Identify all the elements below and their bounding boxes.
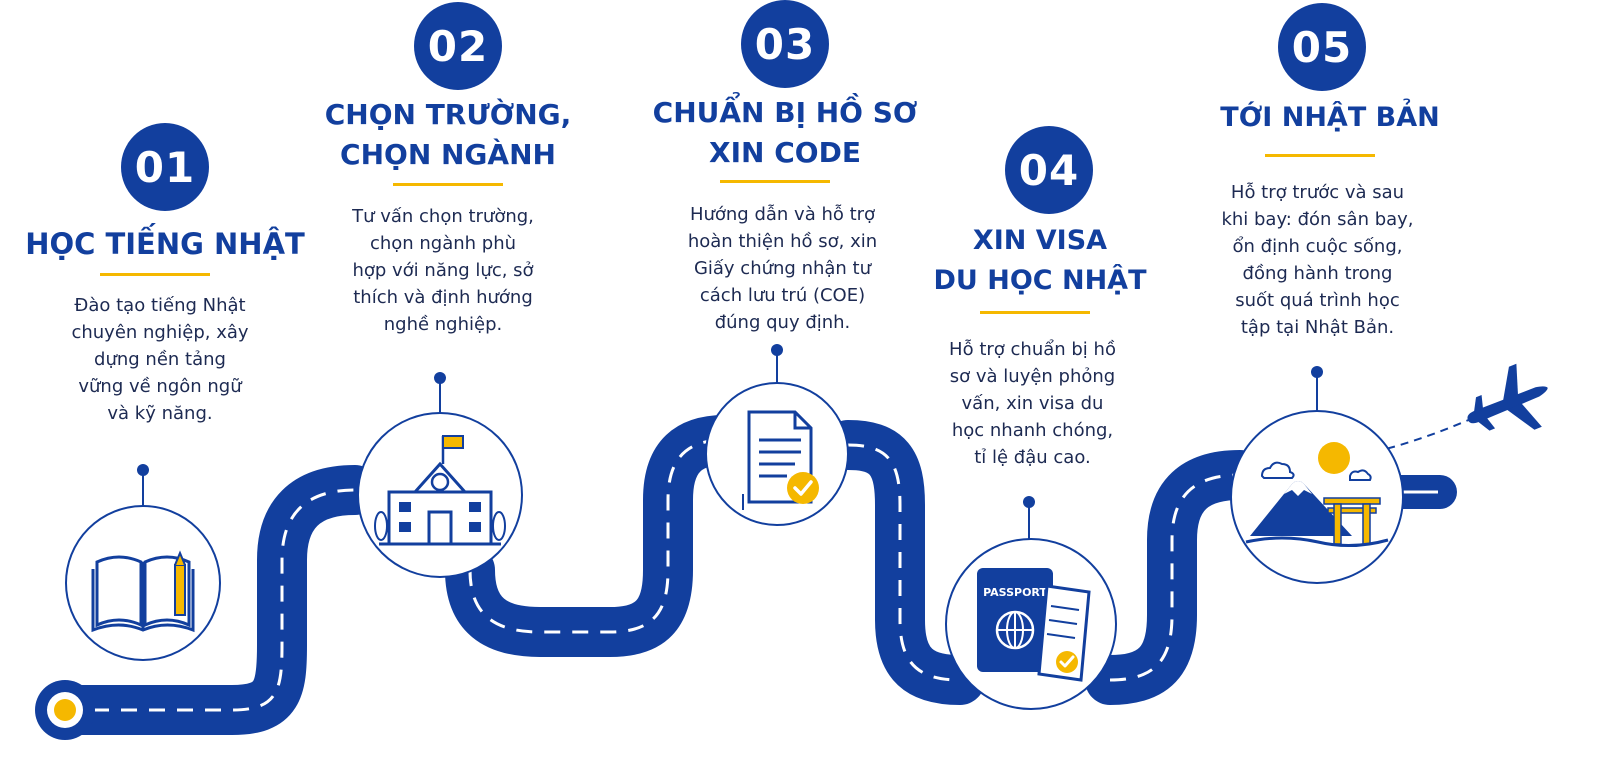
- step-05-desc-line: khi bay: đón sân bay,: [1221, 209, 1414, 230]
- book-icon: [91, 550, 195, 633]
- step-05-underline: [1265, 154, 1375, 157]
- step-05-desc-line: đồng hành trong: [1242, 263, 1393, 284]
- step-05-title-line: TỚI NHẬT BẢN: [1220, 102, 1440, 133]
- step-02-desc-line: hợp với năng lực, sở: [352, 260, 534, 281]
- step-02-title-line: CHỌN TRƯỜNG,: [324, 98, 572, 131]
- step-04-icon-circle: PASSPORT: [945, 538, 1117, 710]
- step-02-description: Tư vấn chọn trường, chọn ngành phù hợp v…: [318, 203, 568, 338]
- step-05-icon-circle: [1230, 410, 1404, 584]
- step-04-underline: [980, 311, 1090, 314]
- step-01-icon-circle: [65, 505, 221, 661]
- step-04-pin: [1023, 496, 1035, 540]
- step-01-title: HỌC TIẾNG NHẬT: [20, 224, 310, 264]
- step-03-number-badge: 03: [741, 0, 829, 88]
- step-02-underline: [393, 183, 503, 186]
- step-04-title-line: XIN VISA: [972, 225, 1108, 256]
- step-05-description: Hỗ trợ trước và sau khi bay: đón sân bay…: [1190, 179, 1445, 341]
- step-05-desc-line: suốt quá trình học: [1235, 290, 1400, 311]
- step-05-number-badge: 05: [1278, 3, 1366, 91]
- step-03-icon-circle: [705, 382, 849, 526]
- step-03-underline: [720, 180, 830, 183]
- step-03-pin: [771, 344, 783, 384]
- step-04-desc-line: Hỗ trợ chuẩn bị hồ: [949, 339, 1116, 360]
- step-04-number-badge: 04: [1005, 126, 1093, 214]
- step-03-desc-line: hoàn thiện hồ sơ, xin: [687, 231, 878, 252]
- step-02-desc-line: Tư vấn chọn trường,: [352, 206, 534, 227]
- step-02-desc-line: chọn ngành phù: [369, 233, 517, 254]
- step-01-desc-line: Đào tạo tiếng Nhật: [74, 295, 246, 316]
- japan-scene-icon: [1245, 442, 1389, 548]
- step-03-title-line: XIN CODE: [709, 136, 861, 169]
- step-01-desc-line: và kỹ năng.: [107, 403, 213, 424]
- step-01-pin: [137, 464, 149, 510]
- step-01-title-line: HỌC TIẾNG NHẬT: [25, 227, 305, 261]
- step-04-description: Hỗ trợ chuẩn bị hồ sơ và luyện phỏng vấn…: [910, 336, 1155, 471]
- step-04-desc-line: vấn, xin visa du: [961, 393, 1104, 414]
- step-01-desc-line: vững về ngôn ngữ: [78, 376, 242, 397]
- step-01-underline: [100, 273, 210, 276]
- step-01-desc-line: chuyên nghiệp, xây: [71, 322, 249, 343]
- step-03-title-line: CHUẨN BỊ HỒ SƠ: [652, 96, 918, 129]
- step-02-pin: [434, 372, 446, 414]
- step-02-title-line: CHỌN NGÀNH: [340, 138, 556, 171]
- step-03-desc-line: Giấy chứng nhận tư: [693, 258, 872, 279]
- document-check-icon: [742, 410, 819, 510]
- passport-icon: PASSPORT: [977, 568, 1091, 682]
- step-04-title: XIN VISA DU HỌC NHẬT: [925, 221, 1155, 301]
- step-03-description: Hướng dẫn và hỗ trợ hoàn thiện hồ sơ, xi…: [650, 201, 915, 336]
- step-05-desc-line: ổn định cuộc sống,: [1232, 236, 1403, 257]
- step-04-desc-line: tỉ lệ đậu cao.: [974, 447, 1091, 468]
- airplane-icon: [1467, 363, 1548, 431]
- step-02-title: CHỌN TRƯỜNG, CHỌN NGÀNH: [318, 95, 578, 175]
- step-02-icon-circle: [357, 412, 523, 578]
- step-01-number-badge: 01: [121, 123, 209, 211]
- step-02-number-badge: 02: [414, 2, 502, 90]
- step-03-desc-line: cách lưu trú (COE): [699, 285, 866, 306]
- step-05-desc-line: Hỗ trợ trước và sau: [1230, 182, 1405, 203]
- step-04-desc-line: học nhanh chóng,: [951, 420, 1114, 441]
- step-04-desc-line: sơ và luyện phỏng: [949, 366, 1116, 387]
- step-04-title-line: DU HỌC NHẬT: [933, 265, 1147, 296]
- step-03-title: CHUẨN BỊ HỒ SƠ XIN CODE: [650, 93, 920, 173]
- step-05-title: TỚI NHẬT BẢN: [1210, 98, 1450, 138]
- step-05-pin: [1311, 366, 1323, 412]
- step-03-desc-line: Hướng dẫn và hỗ trợ: [689, 204, 876, 225]
- step-02-desc-line: nghề nghiệp.: [383, 314, 503, 335]
- passport-label: PASSPORT: [983, 586, 1047, 599]
- step-05-desc-line: tập tại Nhật Bản.: [1240, 317, 1395, 338]
- step-01-desc-line: dựng nền tảng: [94, 349, 226, 370]
- step-03-desc-line: đúng quy định.: [714, 312, 851, 333]
- step-01-description: Đào tạo tiếng Nhật chuyên nghiệp, xây dự…: [35, 292, 285, 427]
- step-02-desc-line: thích và định hướng: [353, 287, 533, 308]
- school-icon: [374, 435, 506, 546]
